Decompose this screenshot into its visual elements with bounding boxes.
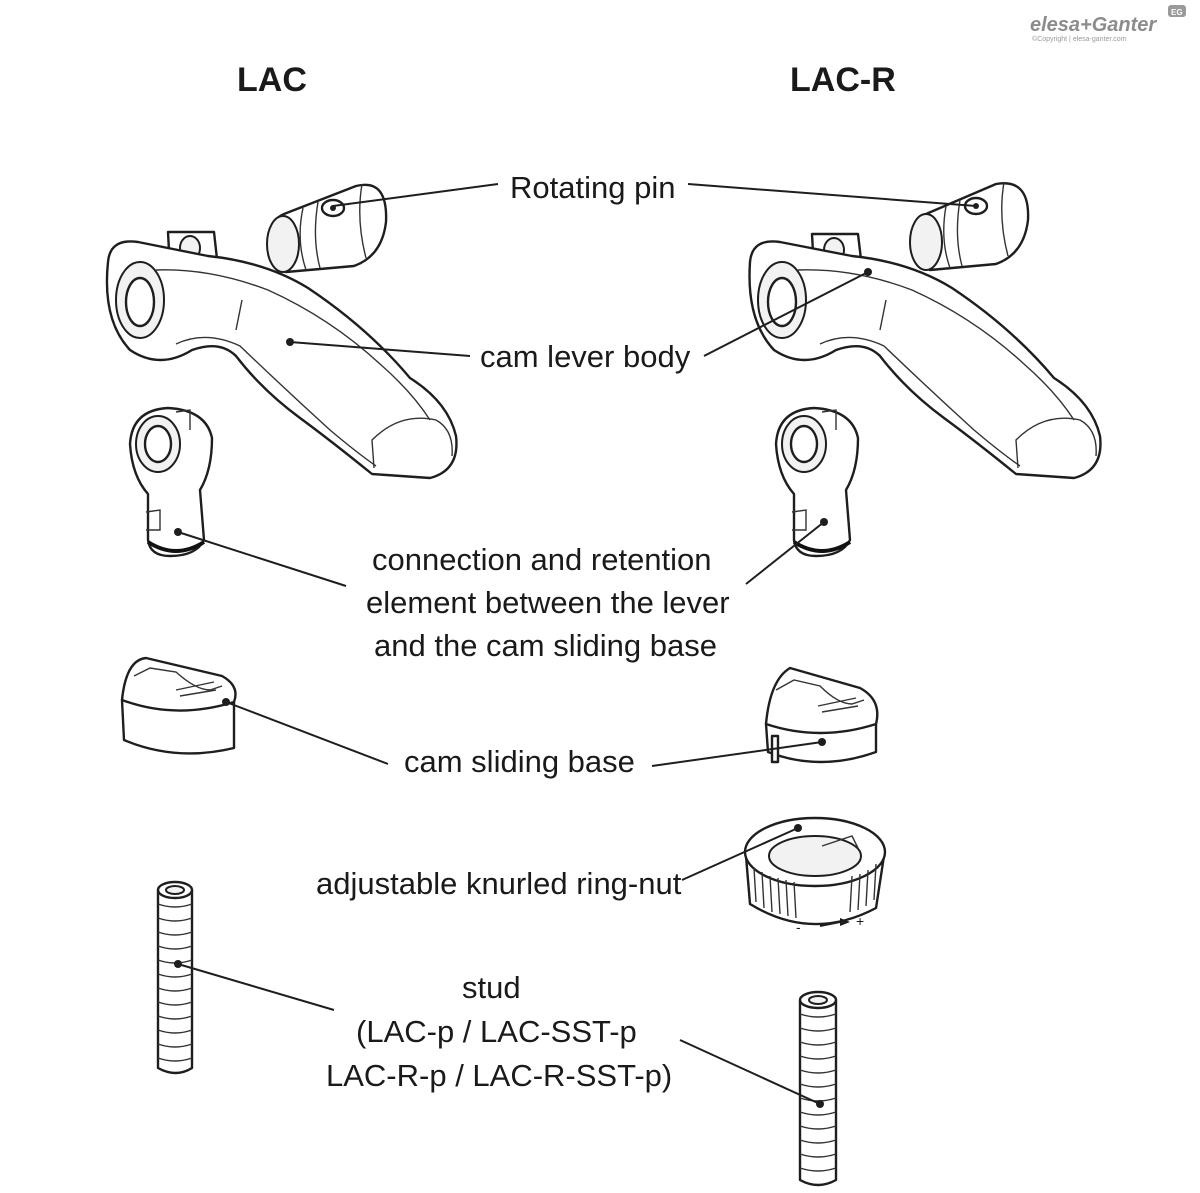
brand-badge-icon [1168,5,1186,17]
leader-body-left [289,341,471,357]
label-stud-codes-2: LAC-R-p / LAC-R-SST-p) [326,1058,672,1093]
leader-pin-left [332,183,499,207]
ring-nut-minus-mark: - [796,919,801,935]
cam-lever-body-right [748,232,1102,480]
label-connection-line2: element between the lever [366,585,730,620]
stud-left [156,880,194,1075]
label-connection-line1: connection and retention [372,542,712,577]
leader-base-left [225,701,389,765]
leader-base-right [651,741,823,767]
label-cam-lever-body: cam lever body [480,339,691,374]
label-connection-line3: and the cam sliding base [374,628,717,663]
leader-connection-right [745,521,825,585]
brand-badge-text: EG [1171,8,1183,17]
rotating-pin-right [909,181,1030,272]
leader-body-right [703,271,869,357]
label-ring-nut: adjustable knurled ring-nut [316,866,682,901]
copyright-text: ©Copyright | elesa-ganter.com [1032,35,1127,43]
brand-logo: elesa+Ganter EG ©Copyright | elesa-gante… [1030,5,1186,43]
cam-lever-body-left [105,230,458,480]
leader-lines [177,183,977,1105]
leader-connection-left [177,531,347,587]
label-stud-codes-1: (LAC-p / LAC-SST-p [356,1014,637,1049]
leader-pin-right [687,183,977,207]
label-stud: stud [462,970,521,1005]
leader-stud-left [177,963,335,1011]
title-lac-r: LAC-R [790,61,896,99]
leader-stud-right [679,1039,821,1105]
knurled-ring-nut: - + [743,816,887,935]
brand-name: elesa+Ganter [1030,14,1157,36]
rotating-pin-left [266,183,388,274]
cam-sliding-base-left [120,656,237,755]
label-rotating-pin: Rotating pin [510,170,675,205]
title-lac: LAC [237,61,307,99]
label-cam-sliding-base: cam sliding base [404,744,635,779]
stud-right [798,990,838,1187]
ring-nut-plus-mark: + [856,913,864,929]
connection-element-right [774,406,860,558]
leader-ring-nut [681,827,799,881]
connection-element-left [128,406,214,558]
